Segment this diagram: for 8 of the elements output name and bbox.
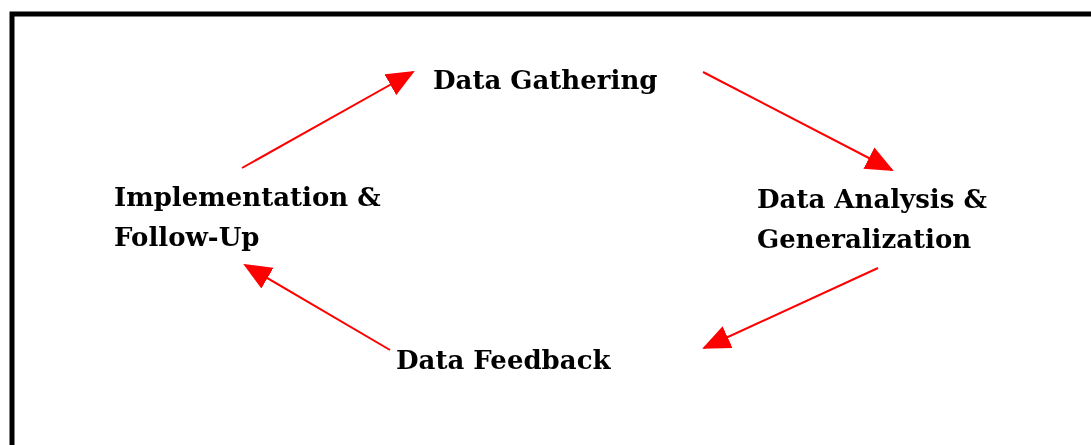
- arrow: [241, 71, 415, 169]
- arrow: [702, 71, 894, 171]
- stage-label: Data Analysis & Generalization: [757, 183, 988, 256]
- stage-label: Data Feedback: [396, 344, 611, 377]
- stage-label: Data Gathering: [433, 64, 658, 97]
- arrow: [702, 267, 879, 349]
- stage-label: Implementation & Follow-Up: [114, 180, 382, 254]
- arrow: [243, 264, 391, 351]
